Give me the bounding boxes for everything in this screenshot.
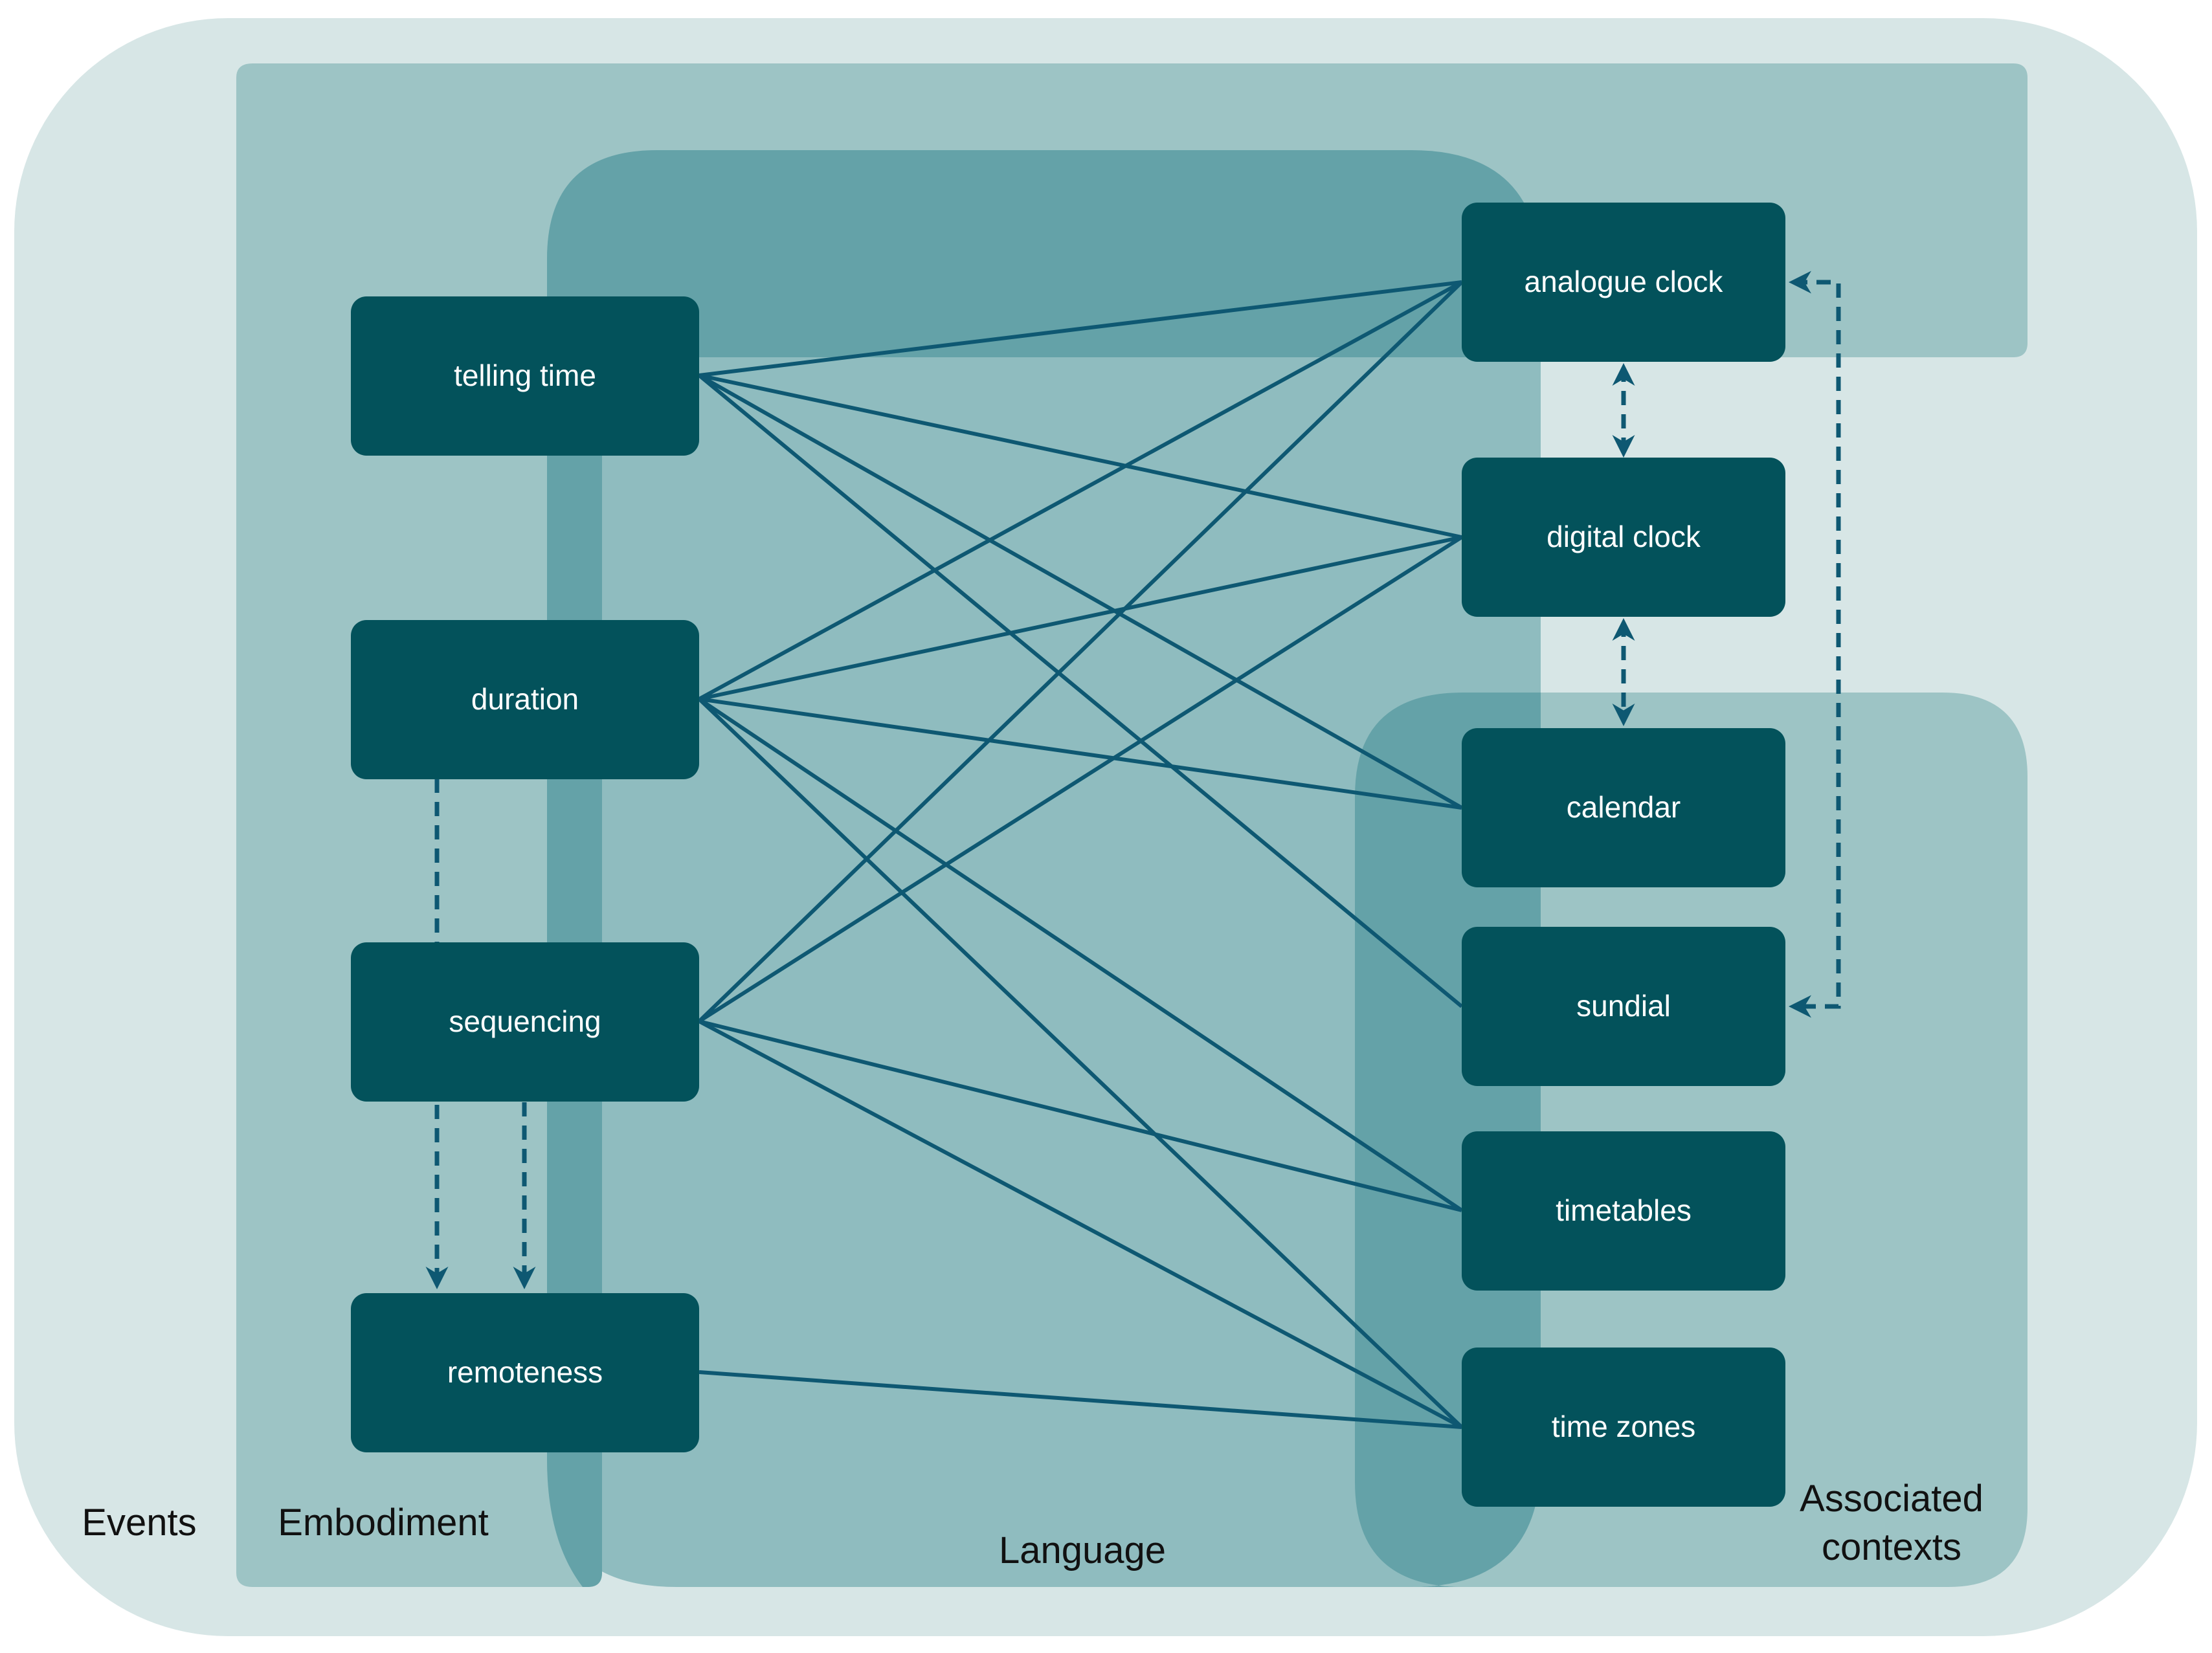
edge-duration-calendar — [698, 697, 1462, 810]
node-telling-time[interactable]: telling time — [351, 296, 699, 456]
node-label: sequencing — [449, 1004, 601, 1038]
node-label: calendar — [1567, 790, 1681, 824]
edge-duration-analogue-clock — [698, 280, 1463, 701]
node-label: timetables — [1556, 1193, 1692, 1227]
associated-contexts-label-line2: contexts — [1822, 1526, 1961, 1568]
node-sundial[interactable]: sundial — [1462, 927, 1785, 1086]
edge-telling-time-sundial — [698, 373, 1463, 1008]
edge-duration-digital-clock — [698, 535, 1462, 701]
edge-duration-timetables — [698, 697, 1463, 1212]
node-label: remoteness — [447, 1355, 603, 1389]
node-calendar[interactable]: calendar — [1462, 728, 1785, 887]
edge-duration-time-zones — [697, 697, 1464, 1429]
edge-sequencing-timetables — [698, 1019, 1462, 1212]
node-label: duration — [471, 682, 579, 716]
edge-telling-time-calendar — [698, 373, 1463, 810]
node-label: sundial — [1576, 989, 1671, 1023]
node-label: analogue clock — [1525, 265, 1724, 298]
node-analogue-clock[interactable]: analogue clock — [1462, 203, 1785, 362]
edge-telling-time-analogue-clock — [698, 280, 1462, 377]
edge-sequencing-analogue-clock — [697, 280, 1464, 1023]
edges — [697, 280, 1464, 1429]
language-label: Language — [999, 1529, 1166, 1571]
edge-sequencing-time-zones — [698, 1019, 1463, 1429]
node-label: telling time — [454, 359, 596, 392]
node-timetables[interactable]: timetables — [1462, 1131, 1785, 1291]
embodiment-label: Embodiment — [278, 1502, 489, 1544]
language-region — [547, 150, 1541, 1587]
edge-remoteness-time-zones — [698, 1370, 1462, 1429]
dashed-arrow-analogue-sundial — [1789, 271, 1841, 1018]
dashed-links — [425, 271, 1841, 1289]
edge-telling-time-digital-clock — [698, 373, 1462, 539]
overlap-language-embodiment-top — [547, 150, 1541, 357]
events-label: Events — [82, 1502, 196, 1544]
node-sequencing[interactable]: sequencing — [351, 942, 699, 1102]
node-digital-clock[interactable]: digital clock — [1462, 458, 1785, 617]
node-time-zones[interactable]: time zones — [1462, 1348, 1785, 1507]
edge-sequencing-digital-clock — [698, 535, 1463, 1023]
node-label: digital clock — [1547, 520, 1701, 553]
node-label: time zones — [1552, 1410, 1695, 1443]
node-remoteness[interactable]: remoteness — [351, 1293, 699, 1452]
node-duration[interactable]: duration — [351, 620, 699, 779]
associated-contexts-label-line1: Associated — [1800, 1478, 1983, 1520]
